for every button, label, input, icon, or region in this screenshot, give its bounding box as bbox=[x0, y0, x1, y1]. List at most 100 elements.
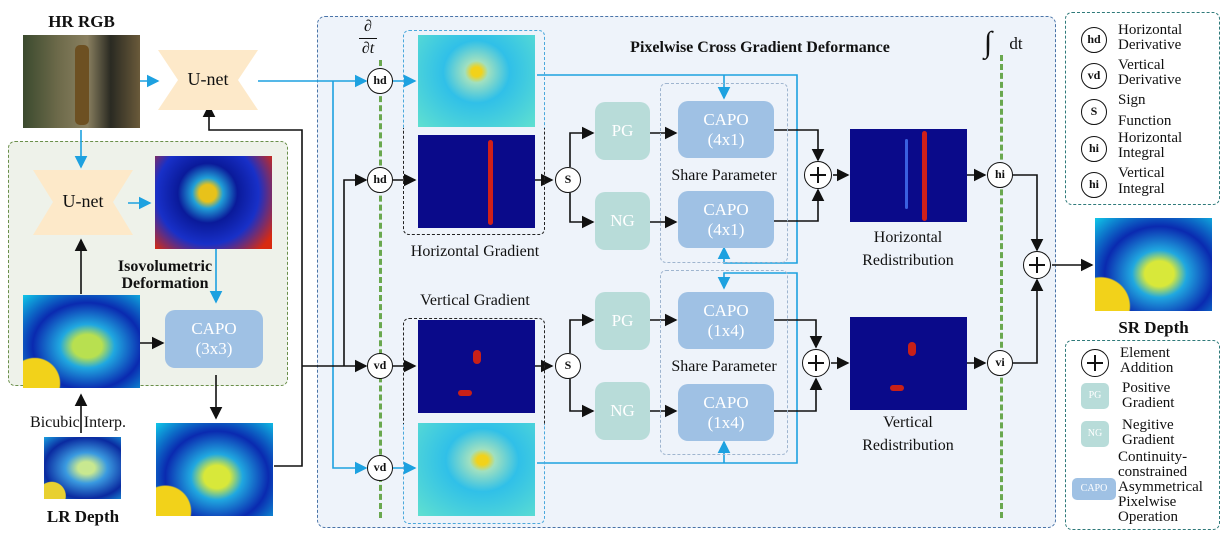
vertical-redistribution-image bbox=[850, 317, 967, 410]
unet-inner bbox=[33, 170, 133, 235]
wire-vgrad-to-capo bbox=[537, 272, 798, 464]
vd-operator-depth: vd bbox=[367, 353, 393, 379]
integral-timeline bbox=[1000, 55, 1003, 518]
legend-pg-symbol: PG bbox=[1081, 383, 1109, 409]
ng-block-v: NG bbox=[595, 382, 650, 440]
element-addition-v bbox=[802, 349, 830, 377]
gradient-edge bbox=[922, 131, 927, 221]
legend-hd-line2: Derivative bbox=[1118, 37, 1182, 53]
legend-capo-line1: Continuity- bbox=[1118, 449, 1188, 465]
legend-hi-line2: Integral bbox=[1118, 145, 1165, 161]
sign-operator-h: S bbox=[555, 167, 581, 193]
legend-capo-line2: constrained bbox=[1118, 464, 1188, 480]
legend-vd-line1: Vertical bbox=[1118, 57, 1165, 73]
legend-pg-line2: Gradient bbox=[1122, 395, 1175, 411]
vi-operator: vi bbox=[987, 350, 1013, 376]
fraction-bar bbox=[359, 38, 377, 39]
gradient-edge bbox=[890, 385, 904, 391]
horizontal-redistribution-label-1: Horizontal bbox=[873, 229, 943, 246]
vertical-redistribution-label-2: Redistribution bbox=[862, 437, 954, 454]
isovolumetric-title-1: Isovolumetric bbox=[117, 258, 213, 275]
capo-name: CAPO bbox=[703, 300, 749, 320]
pg-block-h: PG bbox=[595, 102, 650, 160]
legend-s-line1: Sign bbox=[1118, 92, 1146, 108]
vd-operator-rgb: vd bbox=[367, 455, 393, 481]
hd-operator-depth: hd bbox=[367, 167, 393, 193]
legend-vi-symbol: hi bbox=[1081, 172, 1107, 198]
legend-capo-symbol: CAPO bbox=[1072, 478, 1116, 500]
legend-pg-line1: Positive bbox=[1122, 380, 1171, 396]
capo-size: (1x4) bbox=[707, 412, 745, 432]
unet-top-label: U-net bbox=[187, 69, 229, 89]
deer-figure bbox=[75, 45, 89, 125]
hd-operator-rgb: hd bbox=[367, 68, 393, 94]
share-parameter-frame-v bbox=[660, 270, 788, 455]
capo-name: CAPO bbox=[703, 109, 749, 129]
legend-capo-line4: Pixelwise bbox=[1118, 494, 1177, 510]
legend-capo-line3: Asymmetrical bbox=[1118, 479, 1203, 495]
legend-vd-symbol: vd bbox=[1081, 63, 1107, 89]
main-title: Pixelwise Cross Gradient Deformance bbox=[630, 39, 890, 56]
partial-denominator: ∂t bbox=[361, 40, 375, 57]
unet-inner-label: U-net bbox=[62, 191, 104, 211]
vertical-redistribution-label-1: Vertical bbox=[883, 414, 933, 431]
sign-operator-v: S bbox=[555, 353, 581, 379]
gradient-edge bbox=[488, 140, 493, 225]
sr-depth-label: SR Depth bbox=[1118, 318, 1189, 337]
hr-rgb-image bbox=[23, 35, 140, 128]
legend-addition-symbol bbox=[1081, 349, 1109, 377]
horizontal-gradient-label: Horizontal Gradient bbox=[410, 243, 540, 260]
horizontal-redistribution-image bbox=[850, 129, 967, 222]
gradient-edge bbox=[473, 350, 481, 364]
capo-1x4-bottom: CAPO (1x4) bbox=[678, 384, 774, 441]
capo-name: CAPO bbox=[703, 392, 749, 412]
wire-hgrad-to-capo bbox=[537, 74, 798, 264]
partial-numerator: ∂ bbox=[364, 18, 372, 35]
legend-ng-symbol: NG bbox=[1081, 421, 1109, 447]
pg-block-v: PG bbox=[595, 292, 650, 350]
integral-dt: dt bbox=[1009, 34, 1023, 53]
bicubic-label: Bicubic Interp. bbox=[30, 414, 126, 431]
sr-depth-image bbox=[1095, 218, 1212, 311]
rgb-vertical-gradient-image bbox=[418, 423, 535, 516]
legend-hi-line1: Horizontal bbox=[1118, 130, 1183, 146]
legend-vi-line1: Vertical bbox=[1118, 165, 1165, 181]
depth-horizontal-gradient-image bbox=[418, 135, 535, 228]
depth-vertical-gradient-image bbox=[418, 320, 535, 413]
capo-size: (1x4) bbox=[707, 320, 745, 340]
legend-vd-line2: Derivative bbox=[1118, 72, 1182, 88]
rgb-horizontal-gradient-image bbox=[418, 35, 535, 127]
gradient-edge bbox=[458, 390, 472, 396]
wire-depth-to-main bbox=[202, 104, 303, 467]
gradient-edge bbox=[905, 139, 908, 209]
gradient-edge bbox=[908, 342, 916, 356]
interpolated-depth-image bbox=[23, 295, 140, 388]
horizontal-gradient-frame-top bbox=[403, 30, 545, 129]
legend-ng-line2: Gradient bbox=[1122, 432, 1175, 448]
legend-hd-line1: Horizontal bbox=[1118, 22, 1183, 38]
legend-addition-line2: Addition bbox=[1120, 360, 1174, 376]
derivative-timeline bbox=[379, 60, 382, 518]
horizontal-redistribution-label-2: Redistribution bbox=[862, 252, 954, 269]
capo-name: CAPO bbox=[191, 319, 237, 338]
capo-size: (4x1) bbox=[707, 129, 745, 149]
unet-top bbox=[158, 50, 258, 110]
capo-3x3-block: CAPO (3x3) bbox=[165, 310, 263, 368]
hi-operator: hi bbox=[987, 162, 1013, 188]
legend-s-symbol: S bbox=[1081, 99, 1107, 125]
deformation-map-image bbox=[155, 156, 272, 249]
lr-depth-label: LR Depth bbox=[46, 507, 120, 526]
hr-rgb-label: HR RGB bbox=[48, 12, 115, 31]
legend-s-line2: Function bbox=[1118, 113, 1172, 129]
ng-block-h: NG bbox=[595, 192, 650, 250]
capo-4x1-top: CAPO (4x1) bbox=[678, 101, 774, 158]
element-addition-final bbox=[1023, 251, 1051, 279]
capo-4x1-bottom: CAPO (4x1) bbox=[678, 191, 774, 248]
lr-depth-image bbox=[44, 437, 121, 499]
integral-symbol: ∫ bbox=[983, 26, 993, 59]
isovolumetric-title-2: Deformation bbox=[121, 275, 209, 292]
share-parameter-label-v: Share Parameter bbox=[671, 358, 777, 375]
capo-name: CAPO bbox=[703, 199, 749, 219]
legend-capo-line5: Operation bbox=[1118, 509, 1178, 525]
